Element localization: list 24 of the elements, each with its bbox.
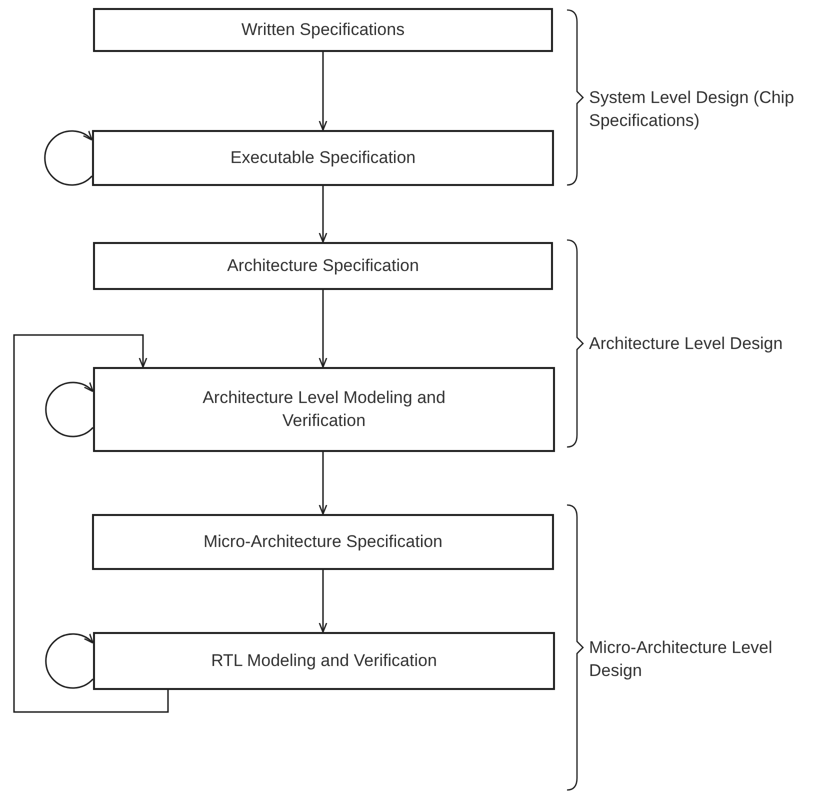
loop-arrow: [44, 130, 93, 186]
arrow: [318, 52, 328, 131]
phase-label: Architecture Level Design: [589, 332, 784, 354]
arrow: [318, 186, 328, 243]
box-label: Executable Specification: [229, 146, 417, 169]
process-box: [92, 130, 554, 186]
process-box: [93, 8, 553, 52]
arrow: [318, 570, 328, 633]
process-box: [93, 242, 553, 290]
box-label: Written Specifications: [240, 18, 406, 41]
box-label: RTL Modeling and Verification: [210, 650, 438, 672]
arrow: [13, 334, 169, 713]
arrow: [318, 452, 328, 515]
box-label: Architecture Level Modeling and Verification: [202, 387, 446, 432]
loop-arrow: [45, 633, 94, 689]
box-label: Architecture Specification: [226, 254, 420, 277]
process-box: [92, 514, 554, 570]
process-box: [93, 367, 555, 452]
box-label: Micro-Architecture Specification: [202, 530, 444, 553]
arrow: [318, 290, 328, 368]
loop-arrow: [45, 382, 94, 438]
process-box: [93, 632, 555, 690]
phase-label: Micro-Architecture Level Design: [589, 636, 774, 682]
phase-label: System Level Design (Chip Specifications): [589, 86, 796, 132]
